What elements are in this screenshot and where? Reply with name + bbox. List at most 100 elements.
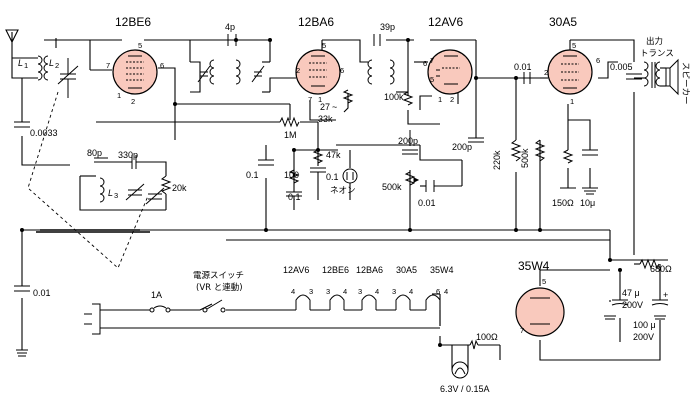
if-transformer-1 (197, 59, 265, 85)
pin-label: 1 (570, 97, 574, 106)
heater-pin: 4 (444, 287, 448, 296)
pin-label: 1 (318, 95, 322, 104)
coil-l1-subscript: 1 (24, 61, 28, 70)
coil-l3 (99, 177, 105, 203)
label-100u-voltage: 200V (633, 332, 654, 342)
heater-12be6 (310, 294, 345, 311)
label-27: 27 (320, 102, 330, 112)
pin-label: 5 (138, 41, 142, 50)
label-plus: + (663, 290, 668, 300)
tube-label-12av6: 12AV6 (428, 15, 463, 29)
tube-label-30a5: 30A5 (549, 15, 577, 29)
label-lamp: 6.3V / 0.15A (440, 384, 490, 394)
ac-plug (84, 303, 101, 335)
tube-12be6-electrodes (126, 55, 144, 89)
pin-label: 5 (322, 41, 326, 50)
capacitor-0.01-b (425, 180, 435, 192)
tube-12ba6-electrodes (309, 55, 327, 87)
pin-label: 5 (572, 41, 576, 50)
pin-label: 2 (296, 66, 300, 75)
tube-35w4-electrodes (530, 297, 550, 325)
tube-12av6-electrodes (436, 55, 460, 85)
label-0.01-a: 0.01 (514, 62, 532, 72)
label-150: 150Ω (552, 198, 574, 208)
heater-pin: 4 (375, 287, 379, 296)
resistor-27-33k (342, 89, 354, 104)
capacitor-100u (651, 299, 669, 306)
heater-12av6 (295, 294, 311, 310)
variable-capacitor-2 (125, 183, 165, 205)
resistor-100k (402, 91, 414, 106)
label-200p-a: 200p (398, 136, 418, 146)
label-0.1-b: 0.1 (288, 192, 301, 202)
tube-30a5-electrodes (561, 55, 579, 89)
label-200p-b: 200p (452, 142, 472, 152)
junction-dots (20, 38, 622, 347)
pin-label: 7 (430, 56, 434, 65)
capacitor-10u (582, 149, 598, 156)
heater-pin: 3 (309, 287, 313, 296)
heater-12ba6 (344, 294, 377, 311)
label-0.1-a: 0.1 (246, 170, 259, 180)
label-20k: 20k (172, 183, 187, 193)
gang-link (27, 91, 149, 269)
power-switch (202, 299, 226, 313)
label-speaker: スピーカー (680, 62, 690, 105)
label-680: 680Ω (650, 264, 672, 274)
label-33k: 33k (318, 114, 333, 124)
label-500k: 500k (520, 148, 530, 168)
label-output-transformer-1: 出力 (646, 36, 663, 47)
label-1m: 1M (284, 130, 297, 140)
label-100-ohm: 100Ω (476, 332, 498, 342)
capacitor-330p (108, 155, 167, 176)
coil-l2 (43, 55, 49, 81)
resistor-20k (160, 175, 172, 195)
heater-pin: 4 (291, 287, 295, 296)
capacitor-0.0033 (14, 121, 30, 128)
coil-l1 (37, 55, 43, 81)
fuse-1a (149, 305, 171, 313)
label-1a: 1A (151, 290, 162, 300)
heater-pin: 3 (358, 287, 362, 296)
heater-label-12av6: 12AV6 (283, 265, 309, 275)
heater-pin: 3 (326, 287, 330, 296)
coil-l1-label: L (18, 58, 23, 68)
capacitor-0.01-c (14, 285, 30, 292)
tube-12be6 (112, 49, 158, 95)
pin-label: 6 (596, 56, 600, 65)
capacitor-47u (611, 299, 629, 306)
tube-35w4 (515, 287, 565, 337)
pin-label: 6 (160, 61, 164, 70)
if-transformer-2 (367, 59, 395, 85)
antenna-symbol (5, 29, 19, 58)
coil-l2-subscript: 2 (55, 61, 59, 70)
output-transformer (643, 61, 661, 88)
capacitor-200p-b (468, 137, 484, 143)
ground-symbols (16, 187, 666, 357)
resistor-100-ohm (469, 339, 479, 350)
variable-capacitor-1 (57, 58, 79, 98)
vr-wiper (413, 177, 420, 183)
heater-label-12ba6: 12BA6 (356, 265, 383, 275)
speaker (665, 58, 679, 96)
label-39p: 39p (380, 22, 395, 32)
coil-l3-subscript: 3 (114, 191, 118, 200)
label-220k: 220k (492, 150, 502, 170)
heater-label-30a5: 30A5 (396, 265, 417, 275)
coil-l3-label: L (108, 188, 113, 198)
heater-label-12be6: 12BE6 (322, 265, 349, 275)
capacitor-80p (94, 157, 108, 163)
label-47k: 47k (326, 150, 341, 160)
label-vr-linked: (VR と連動) (196, 282, 243, 293)
capacitor-0.1-c (310, 167, 326, 200)
tube-label-35w4: 35W4 (518, 259, 550, 273)
pilot-lamp (451, 361, 469, 379)
capacitor-0.005 (626, 73, 642, 80)
label-0.005: 0.005 (610, 62, 633, 72)
label-power-switch: 電源スイッチ (193, 271, 244, 281)
pin-label: 5 (542, 277, 546, 286)
volume-control-500k (404, 171, 416, 186)
tube-label-12be6: 12BE6 (115, 15, 151, 29)
heater-30a5 (376, 294, 411, 311)
